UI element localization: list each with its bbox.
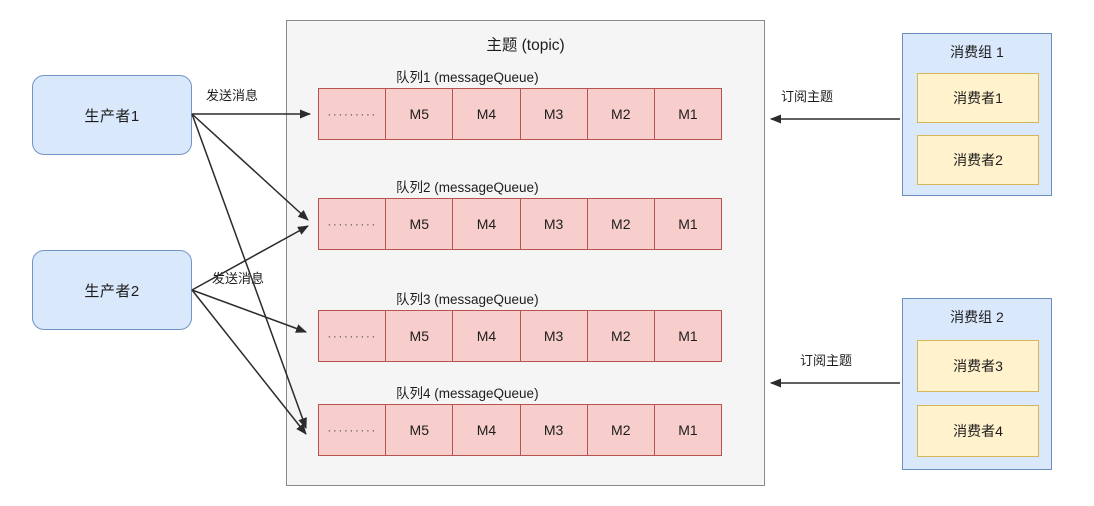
queue-cell: ·········	[319, 405, 387, 455]
send-message-label-2: 发送消息	[212, 271, 265, 286]
subscribe-topic-label-2: 订阅主题	[800, 353, 853, 368]
queue-cell: M2	[588, 89, 655, 139]
queue-label-1: 队列1 (messageQueue)	[396, 70, 539, 85]
consumer-label: 消费者1	[953, 90, 1003, 106]
consumer-3[interactable]: 消费者3	[917, 340, 1039, 392]
consumer-group-2: 消费组 2 消费者3 消费者4	[902, 298, 1052, 470]
queue-row-2: ········· M5 M4 M3 M2 M1	[318, 198, 722, 250]
consumer-4[interactable]: 消费者4	[917, 405, 1039, 457]
queue-cell: M2	[588, 311, 655, 361]
queue-cell: ·········	[319, 311, 387, 361]
consumer-label: 消费者2	[953, 152, 1003, 168]
queue-cell: M5	[386, 89, 454, 139]
queue-cell: M3	[521, 405, 588, 455]
queue-label-3: 队列3 (messageQueue)	[396, 292, 539, 307]
queue-row-4: ········· M5 M4 M3 M2 M1	[318, 404, 722, 456]
queue-cell: M3	[521, 89, 588, 139]
queue-cell: M3	[521, 311, 588, 361]
producer-2[interactable]: 生产者2	[32, 250, 192, 330]
queue-cell: M4	[453, 199, 521, 249]
queue-cell: ·········	[319, 199, 387, 249]
queue-cell: M5	[386, 199, 454, 249]
subscribe-topic-label-1: 订阅主题	[781, 89, 834, 104]
send-message-label-1: 发送消息	[206, 88, 259, 103]
producer-1[interactable]: 生产者1	[32, 75, 192, 155]
consumer-1[interactable]: 消费者1	[917, 73, 1039, 123]
consumer-label: 消费者4	[953, 423, 1003, 439]
queue-cell: ·········	[319, 89, 387, 139]
queue-row-1: ········· M5 M4 M3 M2 M1	[318, 88, 722, 140]
producer-label: 生产者2	[84, 282, 140, 300]
producer-label: 生产者1	[84, 107, 140, 125]
consumer-group-title: 消费组 1	[950, 44, 1004, 60]
queue-label-2: 队列2 (messageQueue)	[396, 180, 539, 195]
consumer-label: 消费者3	[953, 358, 1003, 374]
queue-cell: M2	[588, 405, 655, 455]
queue-cell: M4	[453, 405, 521, 455]
queue-cell: M1	[678, 106, 698, 122]
queue-cell: M4	[453, 89, 521, 139]
queue-cell: M1	[678, 422, 698, 438]
queue-cell: M2	[588, 199, 655, 249]
queue-cell: M5	[386, 405, 454, 455]
topic-title: 主题 (topic)	[486, 37, 565, 54]
consumer-2[interactable]: 消费者2	[917, 135, 1039, 185]
queue-cell: M3	[521, 199, 588, 249]
queue-cell: M1	[678, 216, 698, 232]
queue-cell: M4	[453, 311, 521, 361]
queue-row-3: ········· M5 M4 M3 M2 M1	[318, 310, 722, 362]
queue-cell: M1	[678, 328, 698, 344]
consumer-group-title: 消费组 2	[950, 309, 1004, 325]
consumer-group-1: 消费组 1 消费者1 消费者2	[902, 33, 1052, 196]
queue-label-4: 队列4 (messageQueue)	[396, 386, 539, 401]
queue-cell: M5	[386, 311, 454, 361]
